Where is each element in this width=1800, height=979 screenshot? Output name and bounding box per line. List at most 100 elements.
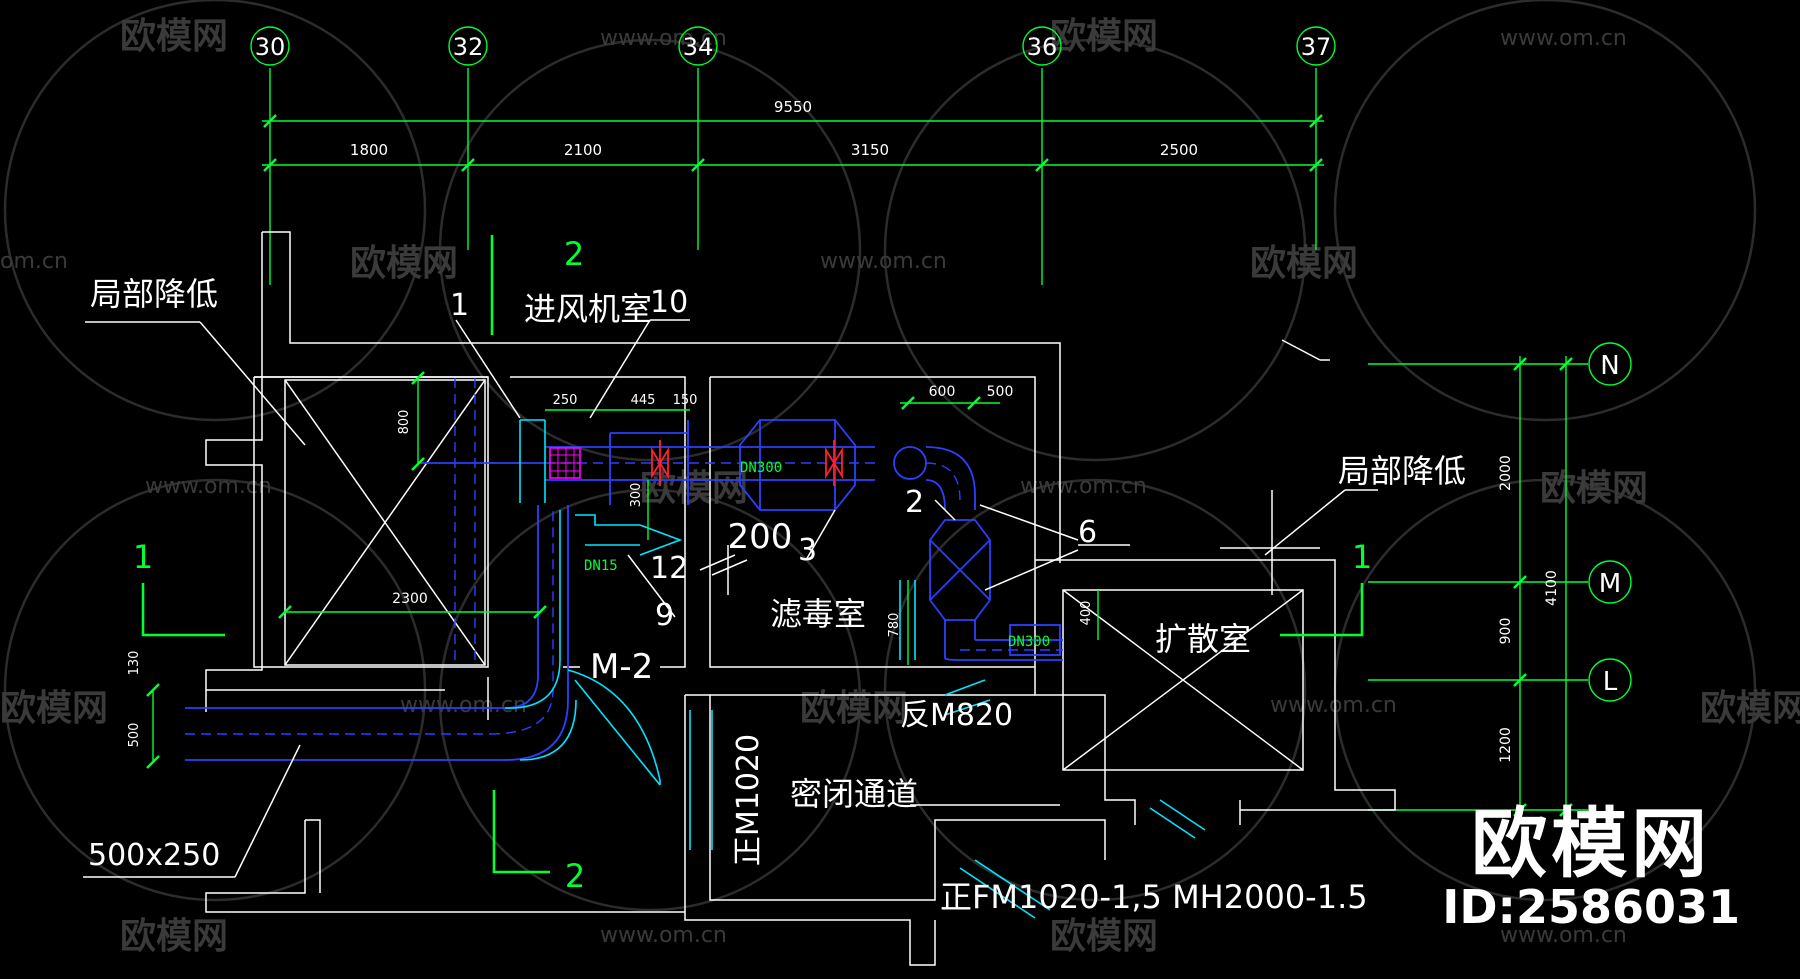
brand-id: ID:2586031 [1442,880,1740,935]
watermark-brand: 欧模网 [0,688,108,729]
axis-bubble-m [1588,560,1632,604]
dim-r900: 900 [1498,618,1514,645]
label-intake-room: 进风机室 [524,290,652,328]
watermark-brand: 欧模网 [120,916,228,957]
dim-445: 445 [631,393,656,408]
watermark-brand: 欧模网 [800,688,908,729]
pipes [504,419,1206,919]
dim-span-4: 2500 [1160,141,1198,159]
axis-label-n: N [1600,351,1619,381]
callout-6: 6 [1078,515,1097,550]
label-sealed-passage: 密闭通道 [790,775,918,813]
section-1-right: 1 [1352,538,1372,576]
axis-label-30: 30 [255,33,286,61]
callout-2: 2 [905,485,924,520]
label-dn300-b: DN300 [1008,634,1050,650]
watermark-brand: 欧模网 [350,243,458,284]
watermark-site: www.om.cn [400,693,527,718]
valves [549,440,843,486]
watermark-site-short: om.cn [0,249,68,274]
brand-logo: 欧模网 [1471,799,1712,889]
axis-label-m: M [1599,569,1621,599]
label-local-lower-left: 局部降低 [90,275,218,313]
valve-icon [825,446,843,480]
dim-r4100: 4100 [1544,570,1560,606]
label-door-bottom: 正FM1020-1,5 MH2000-1.5 [940,878,1368,916]
watermark-site: www.om.cn [145,474,272,499]
dim-left-500: 500 [127,723,142,748]
callout-10: 10 [650,285,688,320]
axis-label-l: L [1603,667,1618,697]
right-axis-grid: N M L 2000 4100 900 1200 [1368,342,1632,820]
section-1-left: 1 [133,538,153,576]
dim-400: 400 [1079,601,1094,626]
dim-r1200: 1200 [1498,727,1514,763]
label-duct-size: 500x250 [88,838,220,873]
label-local-lower-right: 局部降低 [1338,452,1466,490]
axis-bubble-l [1588,658,1632,702]
axis-bubble-36 [1022,26,1062,66]
leader-lines [83,319,1378,878]
watermark-brand: 欧模网 [1700,688,1800,729]
watermark-site: www.om.cn [820,249,947,274]
watermark-site: www.om.cn [600,26,727,51]
axis-label-34: 34 [683,33,714,61]
watermark-brand: 欧模网 [120,16,228,57]
top-axis-grid: 30 32 34 36 37 9550 1800 2100 3150 2500 [250,26,1336,285]
watermark-brand: 欧模网 [1540,468,1648,509]
walls [205,231,1396,966]
label-door-zm1020: 正M1020 [731,734,766,866]
watermark-site: www.om.cn [1020,474,1147,499]
label-door-fm820: 反M820 [900,698,1013,733]
callout-1: 1 [450,288,469,323]
label-dn300-a: DN300 [740,460,782,476]
axis-bubble-37 [1296,26,1336,66]
brand-watermark: 欧模网 ID:2586031 [1442,806,1740,933]
dim-span-1: 1800 [350,141,388,159]
dim-250: 250 [553,393,578,408]
watermark-site: www.om.cn [1500,26,1627,51]
diffuse-room-box [1062,589,1304,771]
valve-icon [651,446,669,480]
dim-left-130: 130 [127,651,142,676]
dim-span-2: 2100 [564,141,602,159]
section-marks: 1 1 2 2 [133,235,1372,895]
room-labels: 局部降低 局部降低 进风机室 滤毒室 扩散室 密闭通道 M-2 反M820 正M… [88,275,1466,916]
axis-label-36: 36 [1027,33,1058,61]
label-door-m2: M-2 [590,647,653,687]
dim-800: 800 [397,410,412,435]
section-2-bottom: 2 [565,857,585,895]
label-diffuse-room: 扩散室 [1155,620,1251,658]
dim-total: 9550 [774,98,812,116]
intake-fan-base [284,379,486,666]
dim-600: 600 [929,384,956,400]
dim-150: 150 [673,393,698,408]
watermark-brand: 欧模网 [1050,16,1158,57]
axis-label-32: 32 [453,33,484,61]
watermark-site: www.om.cn [600,923,727,948]
ducts [185,378,1063,761]
callout-9: 9 [655,598,674,633]
label-dn15: DN15 [584,558,618,574]
dim-200: 200 [728,517,793,557]
fan-circle [893,446,927,480]
watermark-site: www.om.cn [1270,693,1397,718]
watermark-brand: 欧模网 [1250,243,1358,284]
axis-bubble-n [1588,342,1632,386]
internal-dims: 800 2300 250 445 150 600 500 300 780 400… [127,371,1099,769]
dim-780: 780 [887,613,902,638]
axis-bubble-34 [678,26,718,66]
axis-bubble-30 [250,26,290,66]
dim-r2000: 2000 [1498,455,1514,491]
axis-bubble-32 [448,26,488,66]
axis-label-37: 37 [1301,33,1332,61]
callout-3: 3 [798,533,817,568]
watermark-brand: 欧模网 [1050,916,1158,957]
watermark-site: www.om.cn [1500,923,1627,948]
callout-12: 12 [650,551,688,586]
section-2-top: 2 [564,235,584,273]
dim-500: 500 [987,384,1014,400]
label-filter-room: 滤毒室 [770,595,866,633]
filter-unit [739,419,856,511]
